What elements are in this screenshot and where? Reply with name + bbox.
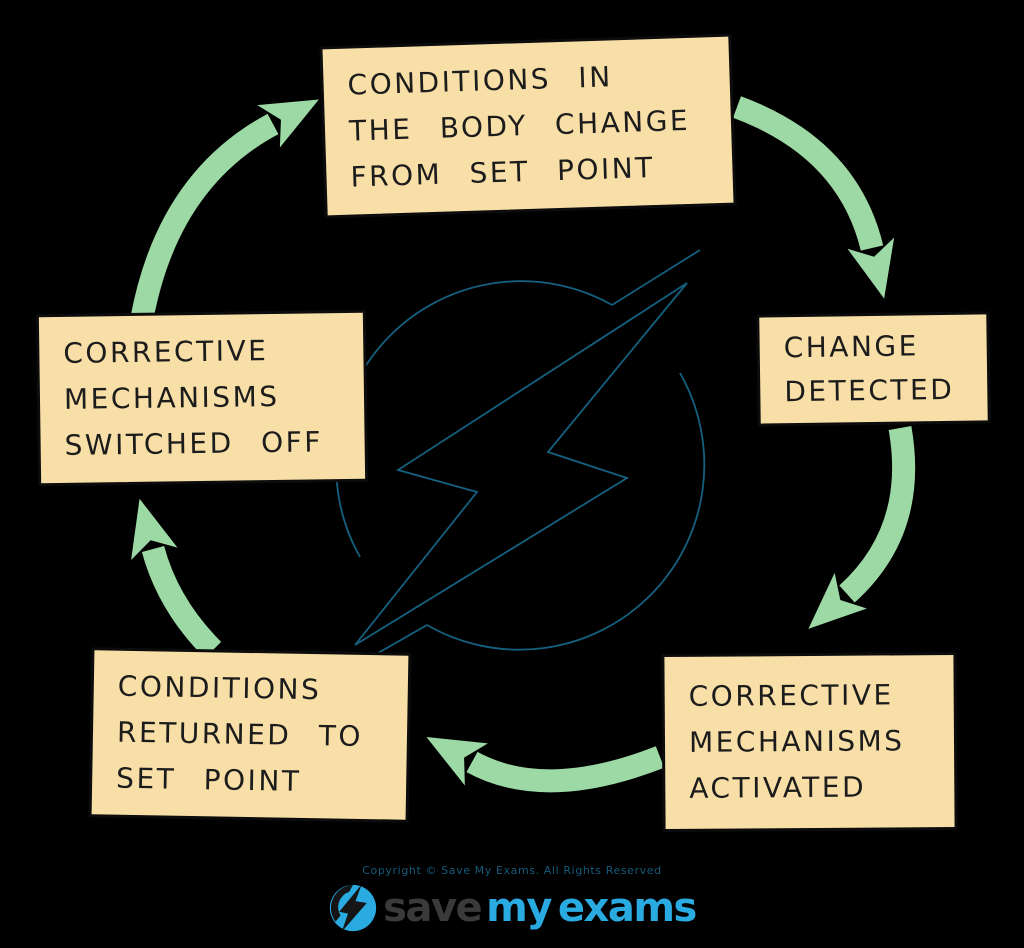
step-text-line: ACTIVATED bbox=[689, 770, 867, 805]
step-text-line: CONDITIONS bbox=[117, 669, 322, 707]
step-box-change-detected: CHANGE DETECTED bbox=[756, 311, 991, 427]
step-text-line: SET POINT bbox=[115, 761, 302, 798]
step-text-line: CORRECTIVE bbox=[688, 678, 894, 713]
arrow-bottomright-to-bottomleft bbox=[426, 737, 665, 793]
arrow-left-to-top bbox=[130, 99, 319, 321]
arrow-right-to-bottomright bbox=[808, 426, 916, 629]
step-text-line: DETECTED bbox=[784, 372, 955, 409]
brand-word-exams: exams bbox=[557, 885, 697, 931]
step-text-line: FROM SET POINT bbox=[349, 151, 656, 194]
copyright-text: Copyright © Save My Exams. All Rights Re… bbox=[362, 864, 662, 877]
step-text-line: CORRECTIVE bbox=[63, 334, 269, 370]
watermark-swoosh-tip bbox=[611, 249, 701, 306]
brand-word-my: my bbox=[486, 885, 552, 931]
step-text-line: RETURNED TO bbox=[116, 715, 364, 753]
step-text-line: MECHANISMS bbox=[63, 379, 280, 416]
arrow-bottomleft-to-left bbox=[131, 498, 222, 659]
watermark-bolt-outline bbox=[354, 282, 688, 646]
step-box-conditions-change: CONDITIONS IN THE BODY CHANGE FROM SET P… bbox=[319, 33, 737, 219]
watermark-circle-arc bbox=[335, 280, 613, 558]
arrow-top-to-right bbox=[732, 96, 895, 299]
step-box-conditions-returned: CONDITIONS RETURNED TO SET POINT bbox=[88, 647, 412, 823]
step-text-line: SWITCHED OFF bbox=[64, 425, 324, 462]
savemyexams-logo: save my exams bbox=[0, 882, 1024, 934]
savemyexams-logo-icon bbox=[330, 884, 377, 932]
brand-word-save: save bbox=[383, 885, 483, 931]
step-box-corrective-off: CORRECTIVE MECHANISMS SWITCHED OFF bbox=[35, 309, 369, 487]
watermark-circle-arc bbox=[426, 372, 706, 651]
step-text-line: MECHANISMS bbox=[688, 724, 905, 759]
step-text-line: CHANGE bbox=[783, 329, 920, 365]
step-box-corrective-activated: CORRECTIVE MECHANISMS ACTIVATED bbox=[661, 651, 958, 833]
